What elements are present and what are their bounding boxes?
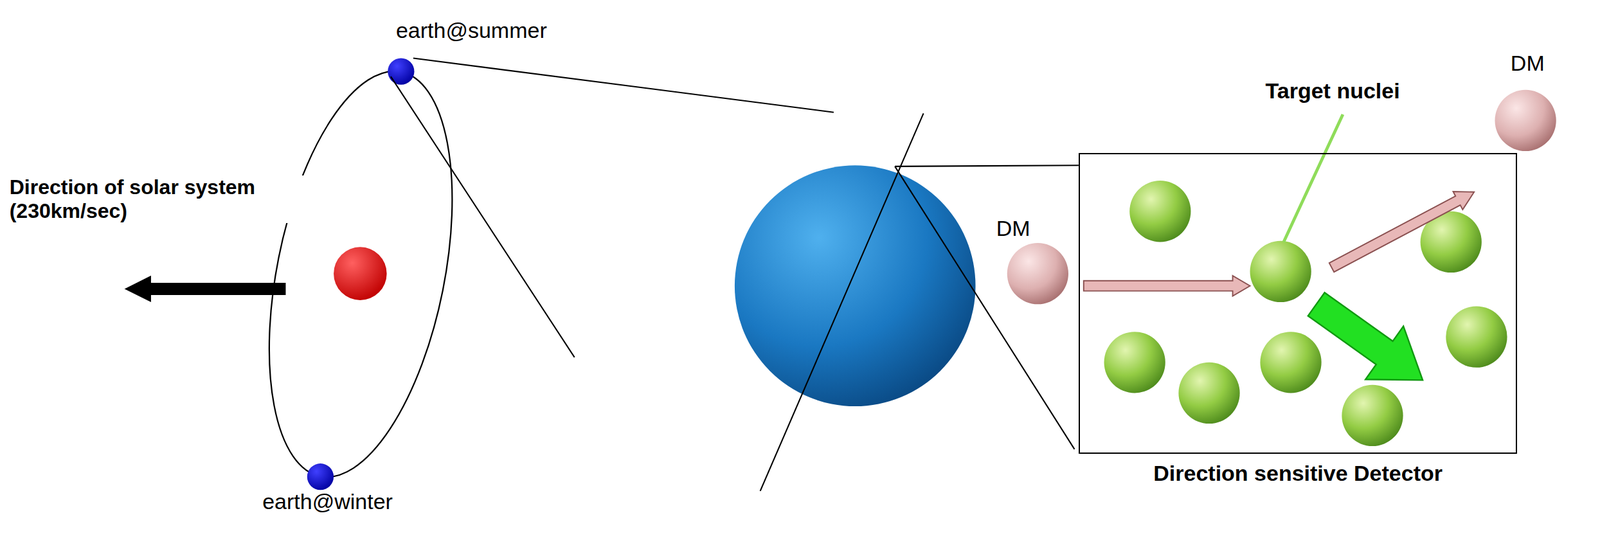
dm-particle <box>1007 242 1069 305</box>
nucleus <box>1341 385 1403 447</box>
recoil-arrow <box>1297 277 1442 407</box>
zoom-line <box>413 58 834 113</box>
node-label: DM <box>1510 50 1545 76</box>
dm-outgoing-arrow <box>1326 183 1480 277</box>
nucleus <box>1104 331 1166 393</box>
node-label: earth@winter <box>262 489 393 515</box>
zoom-line <box>390 76 575 358</box>
earth-axis <box>760 113 924 492</box>
earth-globe <box>734 165 976 407</box>
nucleus <box>1445 305 1507 368</box>
earth-winter-dot <box>307 463 334 490</box>
direction-label: Direction of solar system (230km/sec) <box>8 175 314 224</box>
detector-box: Direction sensitive Detector <box>1078 152 1518 454</box>
node-label: DM <box>996 215 1031 242</box>
zoom-line <box>894 165 1079 167</box>
nucleus <box>1250 241 1312 303</box>
earth-summer-dot <box>387 58 414 85</box>
target-label: Target nuclei <box>1265 78 1401 104</box>
node-label: earth@summer <box>395 17 548 44</box>
nucleus <box>1129 180 1191 242</box>
leader-line <box>1283 114 1343 243</box>
dm-particle <box>1495 89 1557 152</box>
nucleus <box>1259 331 1322 393</box>
nucleus <box>1178 362 1240 424</box>
zoom-line <box>894 166 1075 450</box>
direction-arrow <box>124 275 287 303</box>
orbit-ellipse <box>238 55 484 493</box>
dm-incoming-arrow <box>1083 275 1251 297</box>
sun <box>333 246 387 301</box>
detector-heading: Direction sensitive Detector <box>1153 460 1443 486</box>
